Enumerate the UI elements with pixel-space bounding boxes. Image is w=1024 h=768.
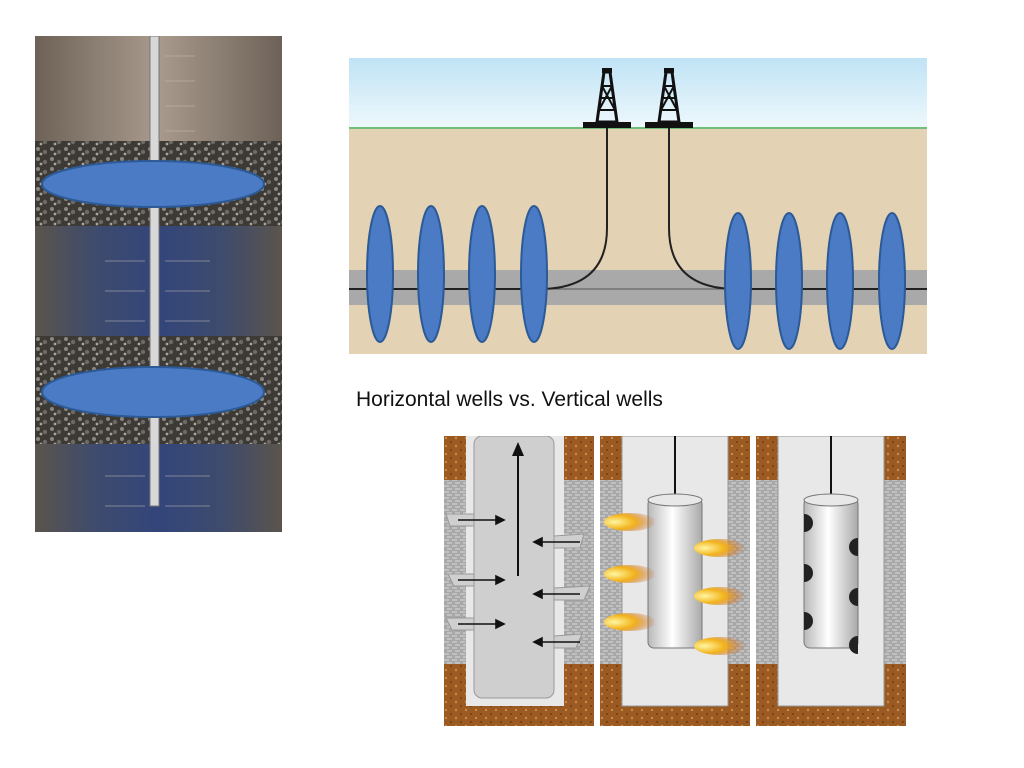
drilling-rig-icon xyxy=(645,68,693,128)
vertical-well-image xyxy=(35,36,282,532)
wellbore xyxy=(149,36,160,507)
horizontal-well-diagram xyxy=(349,58,927,354)
fracture-ellipse xyxy=(826,212,854,350)
perforation-panel-perforating xyxy=(600,436,750,726)
fracture-ellipse xyxy=(41,366,265,418)
perforation-sequence-image xyxy=(444,436,906,726)
fracture-ellipse xyxy=(468,205,496,343)
fracture-ellipse xyxy=(417,205,445,343)
fracture-ellipse xyxy=(41,160,265,208)
fracture-ellipse xyxy=(520,205,548,343)
perforation-panel-perforated xyxy=(756,436,906,726)
drilling-rig-icon xyxy=(583,68,631,128)
fracture-ellipse xyxy=(724,212,752,350)
fracture-ellipse xyxy=(775,212,803,350)
fracture-ellipse xyxy=(366,205,394,343)
diagram-caption: Horizontal wells vs. Vertical wells xyxy=(356,388,663,411)
fracture-ellipse xyxy=(878,212,906,350)
sky xyxy=(349,58,927,128)
ground-line xyxy=(349,127,927,129)
perforation-panel-flow xyxy=(444,436,594,726)
